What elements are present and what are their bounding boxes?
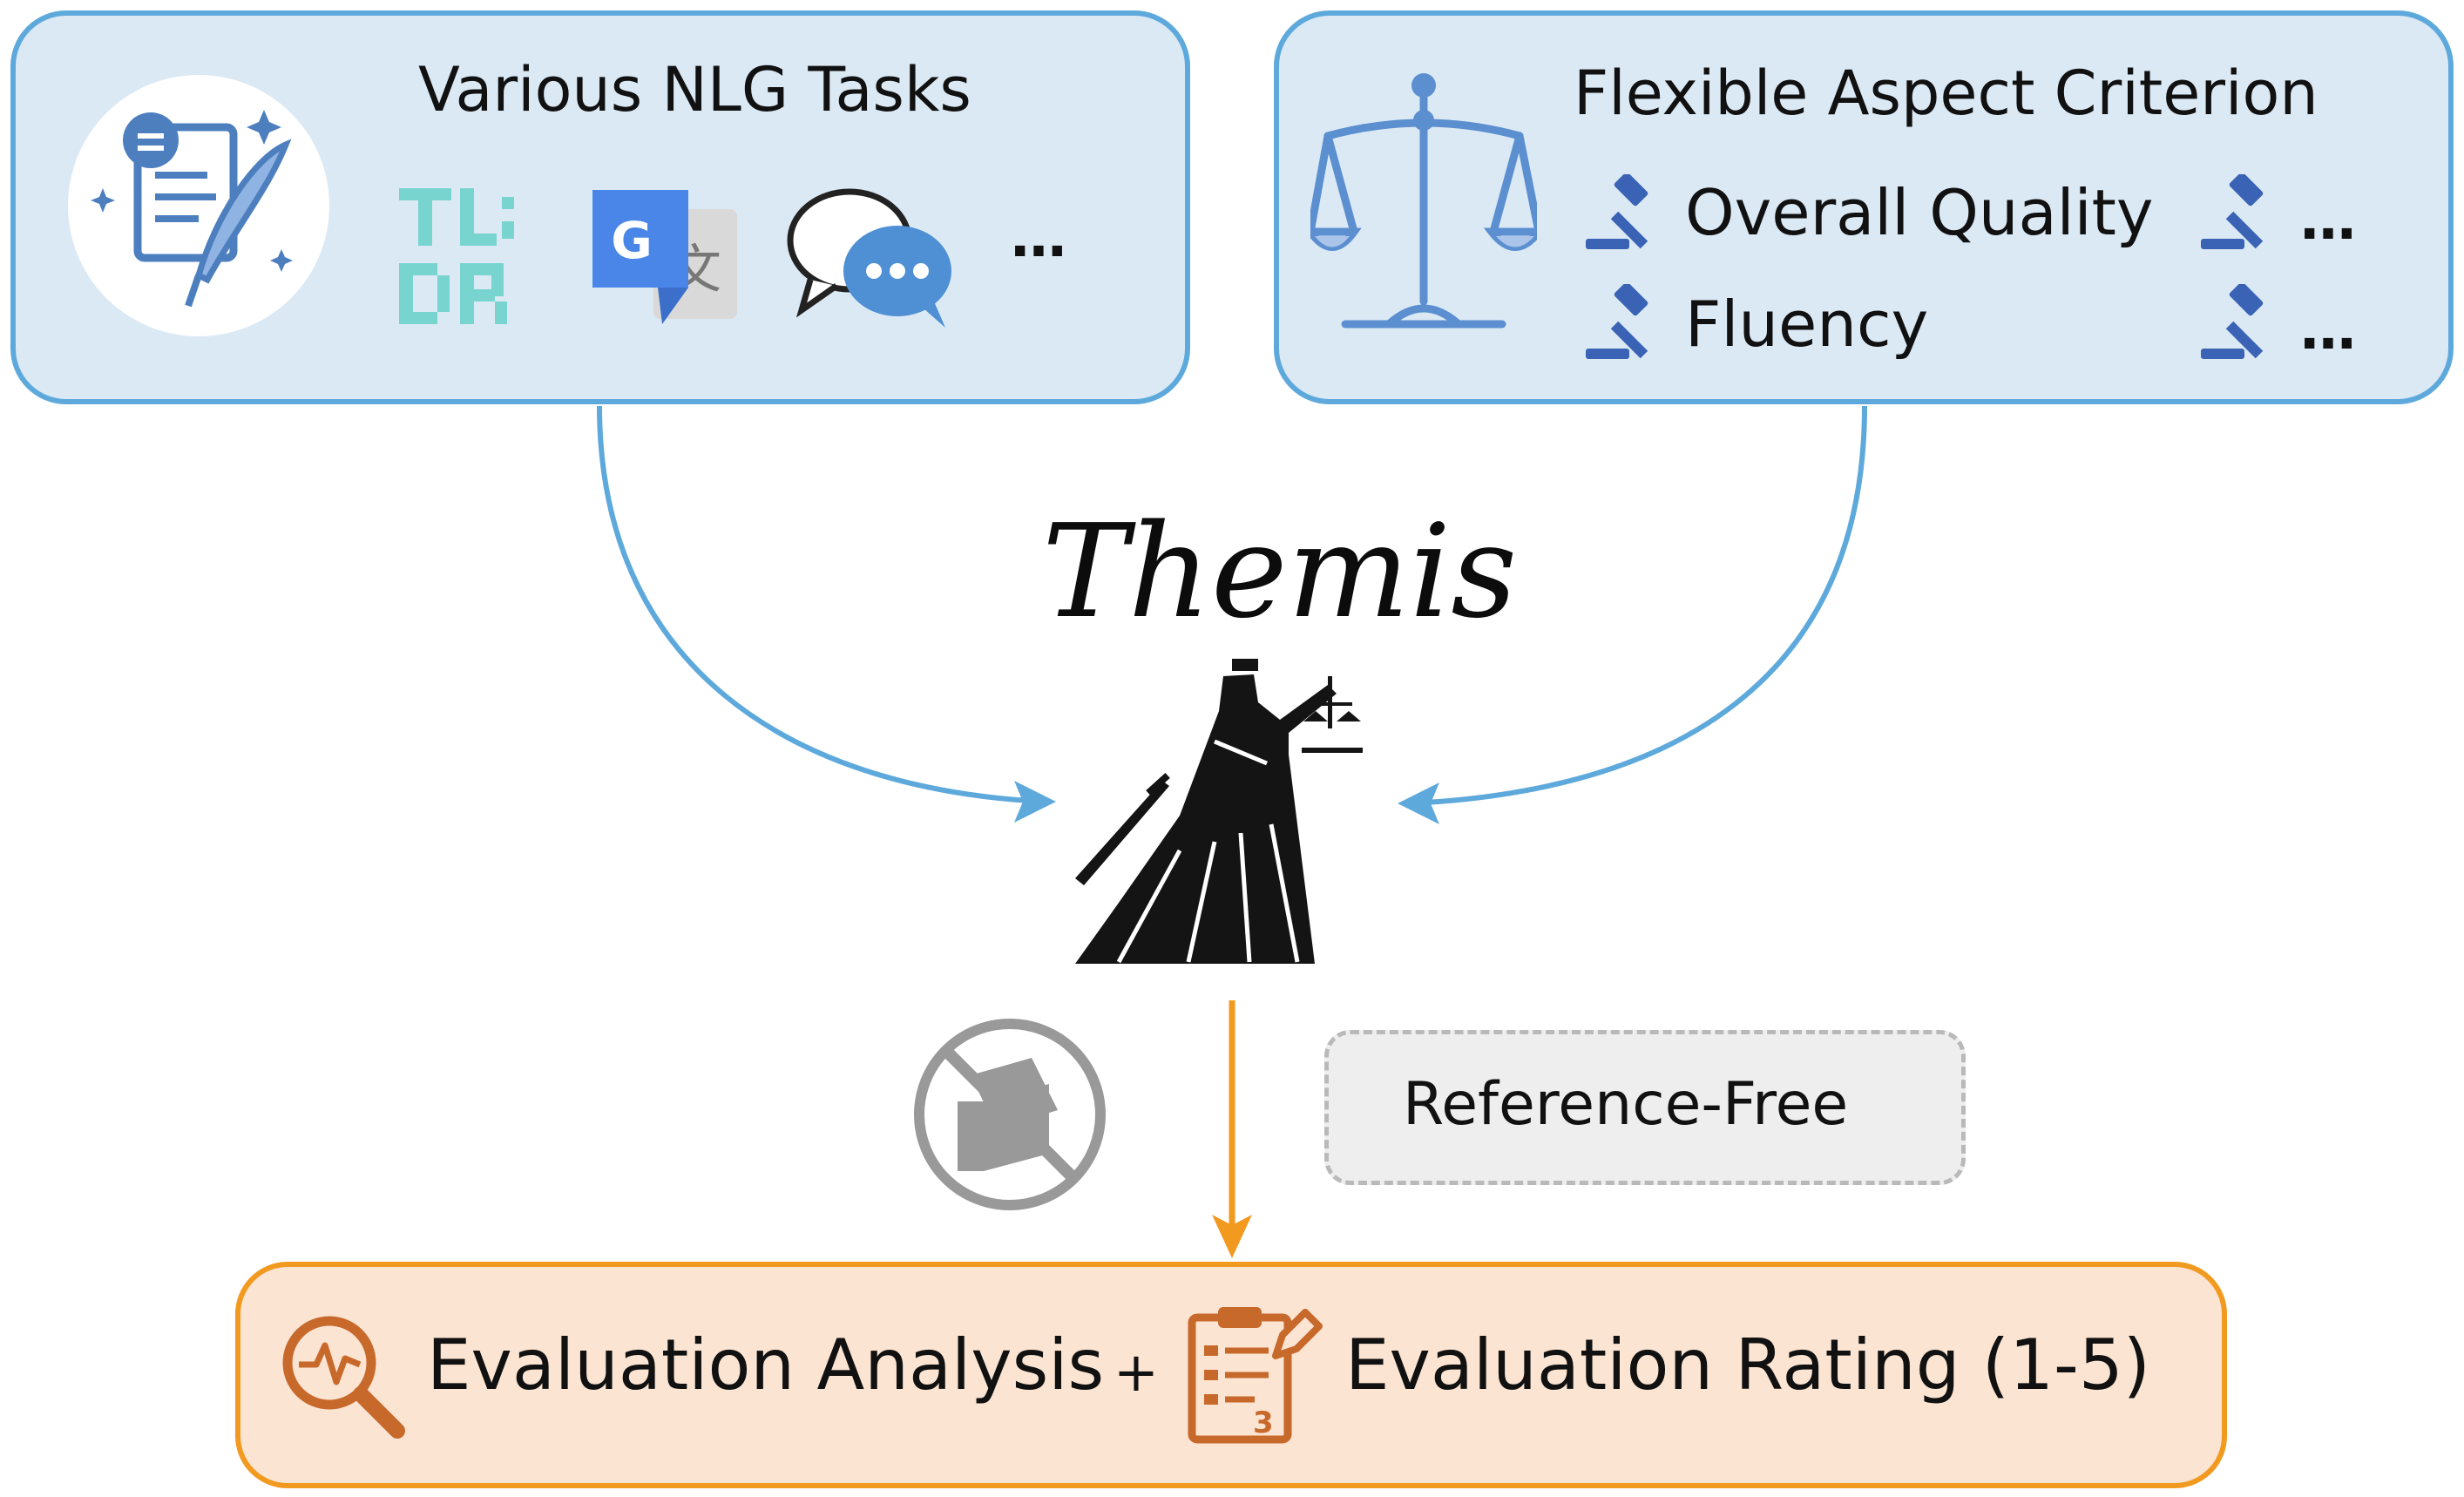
evaluation-rating-label: Evaluation Rating (1-5) — [1345, 1324, 2150, 1406]
criteria-arrow-head — [1398, 782, 1439, 824]
svg-text:3: 3 — [1253, 1406, 1274, 1440]
chat-bubbles-icon — [787, 188, 951, 328]
evaluation-analysis-label: Evaluation Analysis — [427, 1324, 1105, 1406]
gavel-icon — [2201, 174, 2264, 249]
criteria-arrow — [1411, 405, 1867, 806]
themis-justice-figure-icon — [1075, 659, 1363, 964]
themis-title: Themis — [1042, 497, 1518, 647]
tldr-icon — [399, 188, 514, 324]
criterion-overall-quality: Overall Quality — [1685, 176, 2154, 249]
clipboard-rating-icon: 3 — [1188, 1307, 1323, 1444]
gavel-icon — [2201, 284, 2264, 359]
output-arrow-head — [1212, 1215, 1252, 1258]
tasks-more: … — [1011, 206, 1066, 270]
criterion-more-2: … — [2300, 298, 2356, 362]
no-reference-book-icon — [914, 1019, 1106, 1210]
tasks-arrow — [597, 405, 1045, 804]
google-translate-icon: 文 G — [592, 190, 737, 324]
writing-feather-icon — [68, 75, 329, 336]
gavel-icon — [1586, 174, 1648, 249]
magnifier-analysis-icon — [282, 1316, 405, 1439]
reference-free-label: Reference-Free — [1403, 1070, 1849, 1139]
gavel-icon — [1586, 284, 1648, 359]
svg-text:G: G — [611, 211, 653, 270]
criterion-fluency: Fluency — [1685, 288, 1929, 361]
reference-free-box — [1324, 1030, 1966, 1185]
tasks-arrow-head — [1014, 781, 1056, 823]
tasks-title: Various NLG Tasks — [418, 54, 971, 125]
criteria-title: Flexible Aspect Criterion — [1574, 58, 2318, 129]
criteria-box — [1274, 10, 2454, 404]
balance-scale-icon — [1310, 73, 1537, 329]
plus-sign: + — [1114, 1340, 1159, 1404]
criterion-more-1: … — [2300, 188, 2356, 253]
